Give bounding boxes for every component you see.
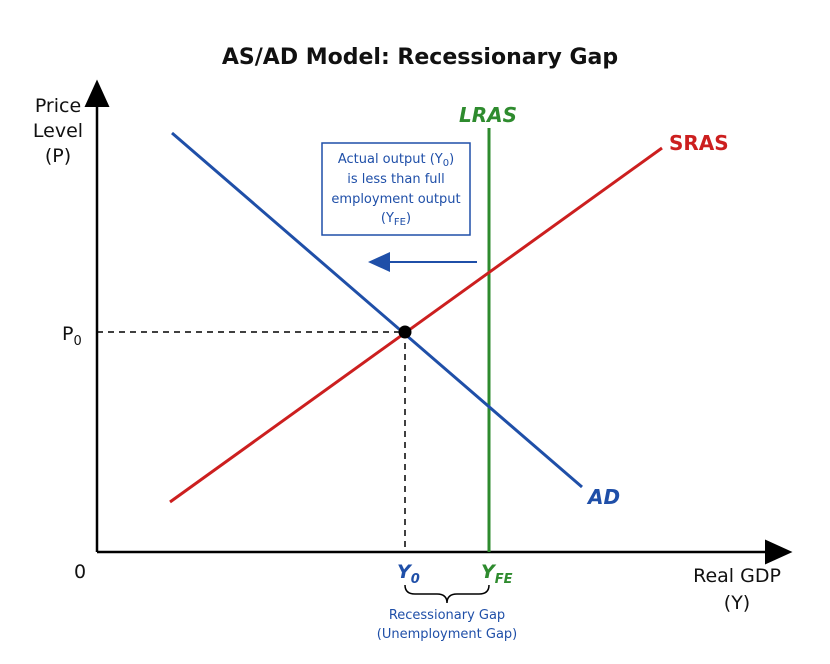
y-axis-label-line3: (P) xyxy=(45,145,71,167)
price-level-p0-label: P0 xyxy=(62,323,82,349)
y-axis-label-line2: Level xyxy=(33,120,83,142)
recessionary-gap-brace xyxy=(404,584,490,604)
annotation-box xyxy=(321,142,471,236)
ad-curve xyxy=(171,131,583,489)
annotation-line4: (YFE) xyxy=(381,211,411,228)
annotation-line1: Actual output (Y0) xyxy=(338,152,454,169)
x-axis-label-line2: (Y) xyxy=(724,592,750,614)
origin-label: 0 xyxy=(74,561,86,583)
equilibrium-point xyxy=(398,325,412,339)
unemployment-gap-label: (Unemployment Gap) xyxy=(377,627,518,642)
yfe-label: YFE xyxy=(481,561,513,587)
annotation-line2: is less than full xyxy=(347,172,445,187)
sras-label: SRAS xyxy=(669,131,729,155)
ad-label: AD xyxy=(586,485,620,509)
y0-label: Y0 xyxy=(397,561,420,587)
lras-label: LRAS xyxy=(459,103,517,127)
annotation-line3: employment output xyxy=(331,192,460,207)
y-axis-label-line1: Price xyxy=(35,95,81,117)
x-axis-label-line1: Real GDP xyxy=(693,565,781,587)
recessionary-gap-label: Recessionary Gap xyxy=(389,608,505,623)
diagram-title: AS/AD Model: Recessionary Gap xyxy=(222,45,618,70)
sras-curve xyxy=(169,146,663,504)
